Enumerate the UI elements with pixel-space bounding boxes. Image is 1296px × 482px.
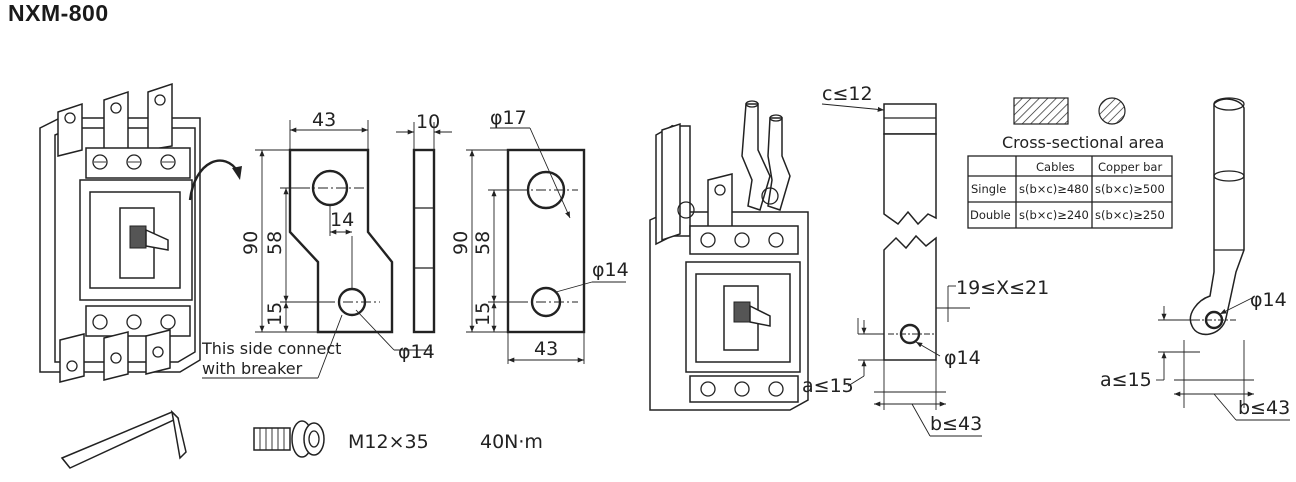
plate-left-hole: φ14 xyxy=(398,341,435,363)
cell-double-copper: s(b×c)≥250 xyxy=(1095,208,1165,222)
plate-left-bottom: 15 xyxy=(264,302,286,326)
copper-bar-detail: c≤12 19≤X≤21 φ14 a≤15 b≤43 xyxy=(802,83,1049,437)
bolt-size: M12×35 xyxy=(348,431,429,453)
cell-double-cables: s(b×c)≥240 xyxy=(1019,208,1089,222)
torque-value: 40N·m xyxy=(480,431,543,453)
bolt-icon xyxy=(253,420,325,458)
col-copper: Copper bar xyxy=(1098,160,1162,174)
bar-c-label: c≤12 xyxy=(822,83,873,105)
cable-lug-detail: φ14 a≤15 b≤43 xyxy=(1100,97,1290,421)
row-double: Double xyxy=(970,208,1011,222)
cross-section-table: Cables Copper bar Single Double s(b×c)≥4… xyxy=(967,155,1173,229)
lug-b-label: b≤43 xyxy=(1238,397,1290,419)
cell-single-cables: s(b×c)≥480 xyxy=(1019,182,1089,196)
bar-x-label: 19≤X≤21 xyxy=(956,277,1049,299)
note-line-1: This side connect xyxy=(201,339,341,358)
breaker-left xyxy=(39,82,242,383)
lug-hole-label: φ14 xyxy=(1250,289,1287,311)
plate-right-bottom: 15 xyxy=(472,302,494,326)
hex-key xyxy=(60,409,187,469)
bar-a-label: a≤15 xyxy=(802,375,854,397)
plate-left-height-total: 90 xyxy=(240,231,262,255)
plate-right-height-total: 90 xyxy=(450,231,472,255)
cross-section-legend: Cross-sectional area xyxy=(1002,97,1164,152)
plate-right-width: 43 xyxy=(534,338,558,360)
row-single: Single xyxy=(971,182,1006,196)
page-title: NXM-800 xyxy=(8,0,109,26)
plate-right-hole-top: φ17 xyxy=(490,107,527,129)
plate-right-hole-bottom: φ14 xyxy=(592,259,629,281)
bar-hole-label: φ14 xyxy=(944,347,981,369)
breaker-right xyxy=(649,100,809,411)
plate-side-thickness: 10 xyxy=(416,111,440,133)
connector-plate-right: φ17 90 58 15 φ14 43 xyxy=(450,107,629,364)
table-caption: Cross-sectional area xyxy=(1002,133,1164,152)
cell-single-copper: s(b×c)≥500 xyxy=(1095,182,1165,196)
connector-plate-side: 10 xyxy=(396,111,452,334)
plate-right-height-inner: 58 xyxy=(472,231,494,255)
plate-left-width: 43 xyxy=(312,109,336,131)
bar-b-label: b≤43 xyxy=(930,413,982,435)
note-line-2: with breaker xyxy=(202,359,303,378)
connector-plate-left: 43 90 58 15 14 φ14 xyxy=(240,109,435,363)
lug-a-label: a≤15 xyxy=(1100,369,1152,391)
plate-left-height-inner: 58 xyxy=(264,231,286,255)
connection-note: This side connect with breaker xyxy=(201,314,343,379)
plate-left-offset: 14 xyxy=(330,209,354,231)
col-cables: Cables xyxy=(1036,160,1075,174)
